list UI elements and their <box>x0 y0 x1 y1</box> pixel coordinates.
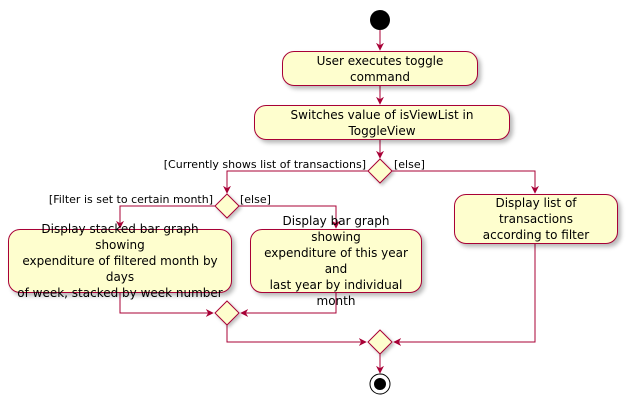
edge-merge-to-final-merge <box>226 325 367 346</box>
decision-filter-month <box>214 193 240 219</box>
edge-decision1-left <box>223 170 368 194</box>
end-node-ring <box>369 373 391 395</box>
node-display-stacked-bar: Display stacked bar graph showing expend… <box>8 222 232 300</box>
decision-view-mode <box>367 158 393 184</box>
node-switch-isviewlist: Switches value of isViewList in ToggleVi… <box>254 105 510 140</box>
edge-list-to-final-merge <box>393 244 536 346</box>
guard-filter-month: [Filter is set to certain month] <box>48 193 213 206</box>
edge-decision2-right <box>239 205 340 229</box>
start-node <box>370 10 390 30</box>
end-node <box>374 378 386 390</box>
edge-bar-to-merge <box>240 293 337 317</box>
guard-currently-list: [Currently shows list of transactions] <box>163 158 366 171</box>
merge-final <box>367 329 393 355</box>
edge-stacked-to-merge <box>119 293 214 317</box>
node-execute-toggle: User executes toggle command <box>282 51 478 86</box>
edge-decision1-right <box>392 170 539 194</box>
guard-else-outer: [else] <box>394 158 425 171</box>
guard-else-inner: [else] <box>240 193 271 206</box>
edge-decision2-left <box>116 205 215 229</box>
merge-graph-branches <box>214 300 240 326</box>
node-display-list: Display list of transactions according t… <box>454 194 618 244</box>
node-display-bar-graph: Display bar graph showing expenditure of… <box>250 214 422 308</box>
